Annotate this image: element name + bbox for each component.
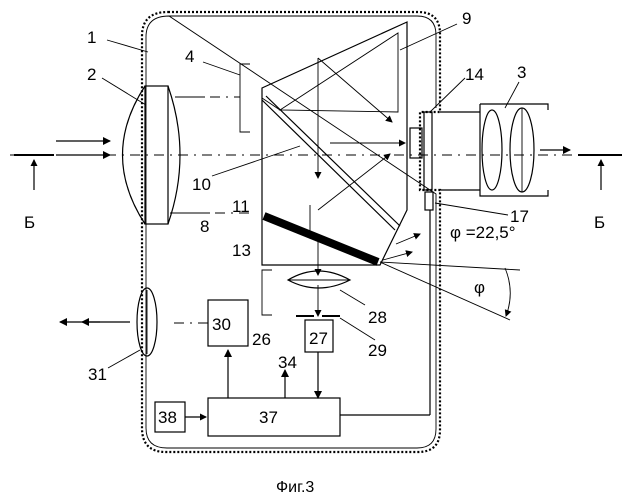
bracket-4 — [240, 64, 250, 132]
angle-inclined-line — [380, 262, 510, 320]
label-1: 1 — [87, 28, 96, 47]
bracket-26 — [262, 270, 272, 315]
label-29: 29 — [368, 341, 387, 360]
label-8: 8 — [200, 217, 209, 236]
leader-17 — [435, 203, 508, 215]
ray-reflected-up — [318, 58, 392, 122]
angle-ray-1 — [396, 234, 420, 244]
label-9: 9 — [462, 9, 471, 28]
ray-diagonal-up-right — [318, 154, 390, 210]
label-38: 38 — [158, 408, 177, 427]
prism-assembly — [262, 22, 407, 265]
lens-28 — [288, 271, 350, 288]
label-27: 27 — [309, 329, 328, 348]
label-13: 13 — [232, 241, 251, 260]
label-28: 28 — [368, 308, 387, 327]
leader-4 — [203, 62, 240, 75]
angle-arc — [505, 268, 510, 316]
angle-value-label: φ =22,5° — [450, 223, 516, 242]
leader-9 — [400, 24, 457, 50]
angle-reference-line — [380, 262, 520, 270]
leader-10 — [212, 146, 300, 176]
housing-outline-inner — [146, 16, 436, 448]
section-mark-right-label: Б — [594, 213, 605, 232]
reticle-plate-14 — [424, 112, 432, 190]
prism-split-surface-10-b — [266, 96, 400, 226]
label-11: 11 — [232, 197, 250, 216]
leader-2 — [102, 78, 146, 105]
angle-symbol-label: φ — [474, 278, 485, 297]
figure-caption: Фиг.3 — [276, 479, 314, 496]
leader-14 — [430, 78, 465, 112]
eyepiece-lens-1 — [482, 110, 502, 190]
label-26: 26 — [252, 330, 271, 349]
label-31: 31 — [88, 365, 107, 384]
housing-outline — [142, 12, 440, 452]
label-2: 2 — [87, 65, 96, 84]
angle-ray-2 — [383, 252, 412, 260]
leader-31 — [108, 350, 140, 368]
dichroic-layer-11 — [264, 216, 378, 262]
section-mark-left-label: Б — [24, 213, 35, 232]
label-14: 14 — [465, 65, 484, 84]
label-34: 34 — [278, 353, 297, 372]
label-4: 4 — [185, 47, 194, 66]
label-37: 37 — [259, 408, 278, 427]
leader-28 — [340, 290, 365, 305]
prism-split-surface-10-a — [262, 100, 395, 230]
label-30: 30 — [212, 315, 231, 334]
prism-upper-element-9 — [280, 33, 398, 112]
indicator-17 — [425, 192, 433, 210]
label-3: 3 — [517, 63, 526, 82]
label-10: 10 — [192, 175, 211, 194]
